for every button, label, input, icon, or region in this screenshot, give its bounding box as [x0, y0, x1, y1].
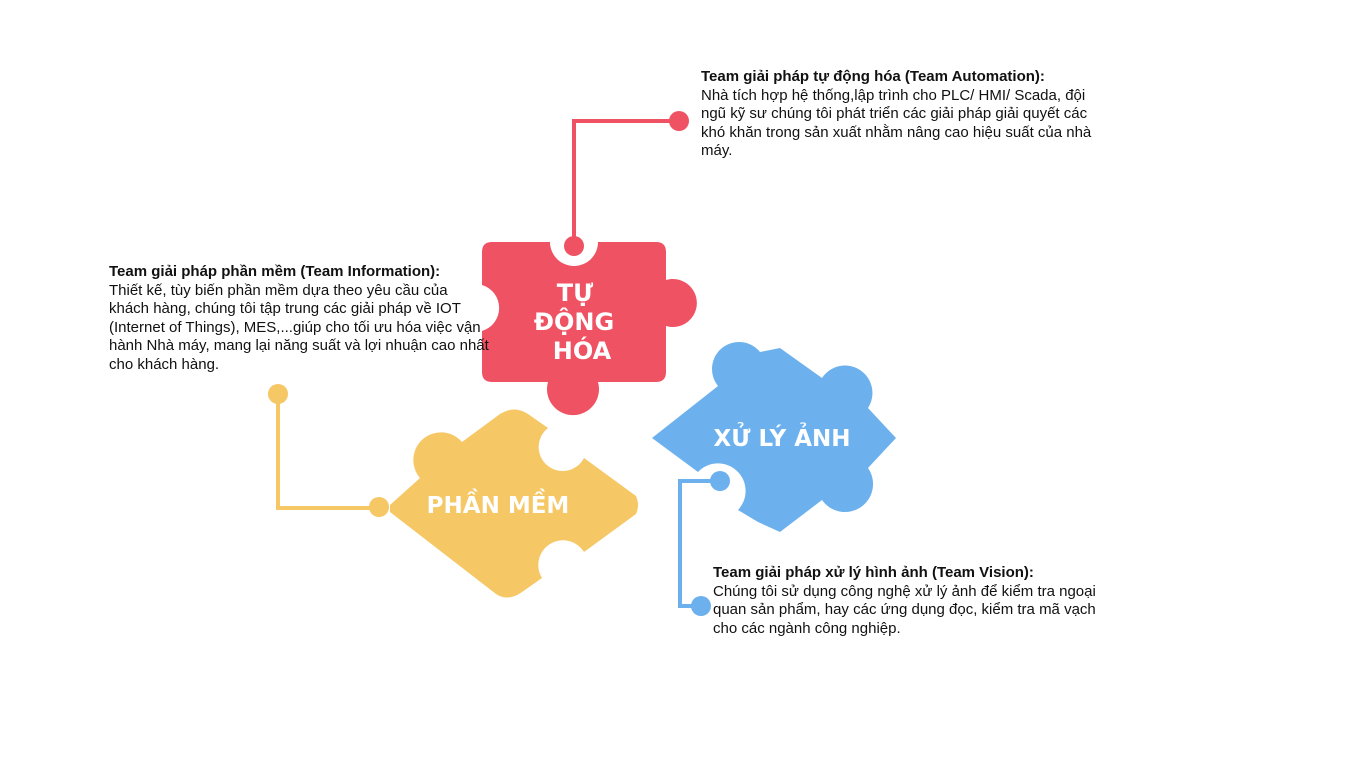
software-connector-dot-right: [369, 497, 389, 517]
software-connector-dot-top: [268, 384, 288, 404]
vision-label: XỬ LÝ ẢNH: [714, 422, 851, 452]
automation-connector-dot-bottom: [564, 236, 584, 256]
automation-description-body: Nhà tích hợp hệ thống,lập trình cho PLC/…: [701, 86, 1092, 160]
automation-piece-shape: [482, 242, 697, 416]
vision-connector-dot-bottom: [691, 596, 711, 616]
automation-connector: [564, 111, 689, 256]
automation-label-line-2: ĐỘNG: [534, 306, 614, 336]
vision-connector: [678, 471, 730, 616]
software-piece: PHẦN MỀM: [390, 409, 638, 598]
software-description-title: Team giải pháp phần mềm (Team Informatio…: [109, 263, 441, 280]
automation-piece: TỰ ĐỘNG HÓA: [482, 242, 697, 416]
vision-piece: XỬ LÝ ẢNH: [652, 341, 896, 532]
software-label: PHẦN MỀM: [427, 488, 570, 519]
software-description: Team giải pháp phần mềm (Team Informatio…: [109, 263, 489, 374]
vision-connector-dot-top: [710, 471, 730, 491]
vision-description-body: Chúng tôi sử dụng công nghệ xử lý ảnh để…: [713, 582, 1096, 637]
vision-description-title: Team giải pháp xử lý hình ảnh (Team Visi…: [713, 564, 1034, 581]
automation-connector-dot-top: [669, 111, 689, 131]
software-description-body: Thiết kế, tùy biến phần mềm dựa theo yêu…: [109, 281, 489, 373]
vision-description: Team giải pháp xử lý hình ảnh (Team Visi…: [713, 564, 1113, 638]
automation-description: Team giải pháp tự động hóa (Team Automat…: [701, 68, 1111, 161]
vision-piece-shape: [652, 341, 896, 532]
automation-description-title: Team giải pháp tự động hóa (Team Automat…: [701, 68, 1045, 85]
software-piece-shape: [390, 409, 638, 598]
automation-label-line-3: HÓA: [553, 335, 612, 365]
automation-label-line-1: TỰ: [557, 279, 593, 307]
software-connector: [268, 384, 389, 517]
